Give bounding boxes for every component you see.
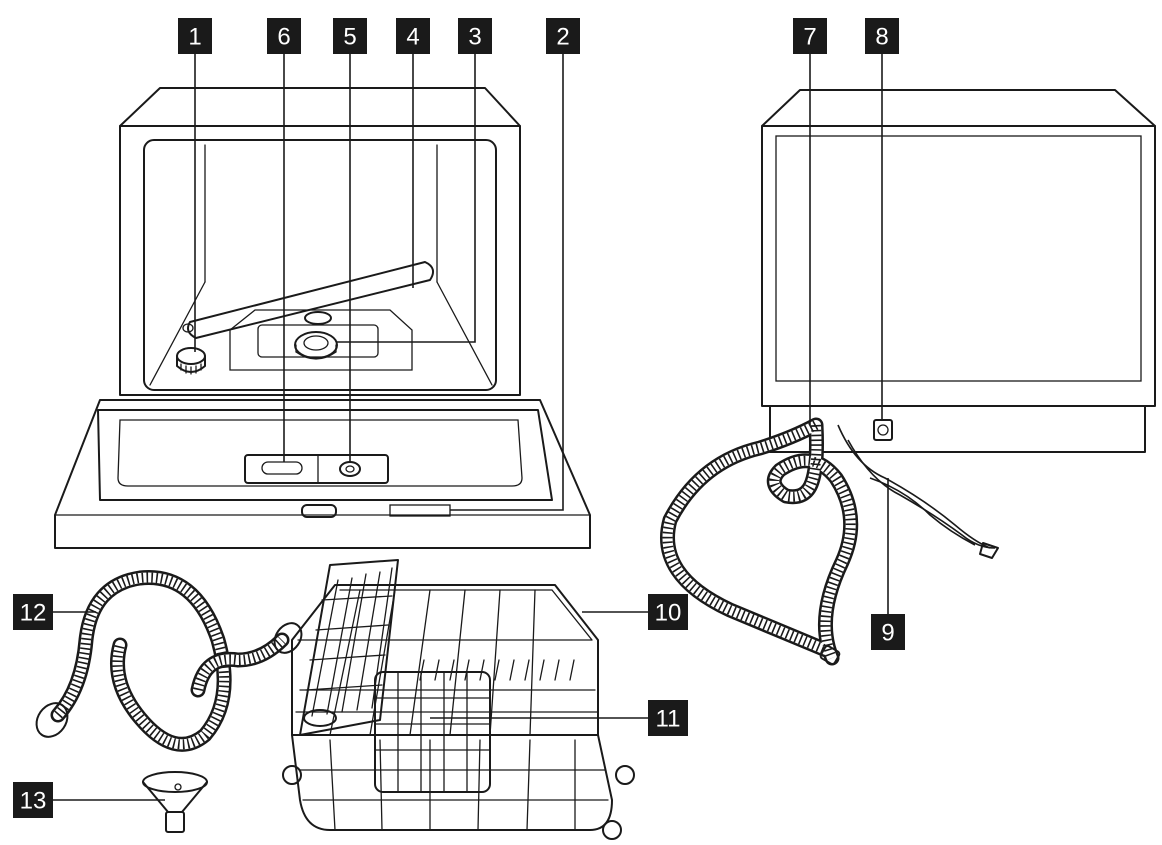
callout-10: 10	[648, 594, 688, 630]
callout-label: 10	[655, 600, 682, 627]
callout-5: 5	[333, 18, 367, 54]
callout-label: 3	[468, 24, 481, 51]
callout-3: 3	[458, 18, 492, 54]
callout-13: 13	[13, 782, 53, 818]
callout-label: 5	[343, 24, 356, 51]
callout-label: 8	[875, 24, 888, 51]
callout-label: 2	[556, 24, 569, 51]
leader-lines	[53, 54, 889, 801]
callout-label: 6	[277, 24, 290, 51]
callout-label: 7	[803, 24, 816, 51]
callout-label: 9	[881, 620, 894, 647]
callout-4: 4	[396, 18, 430, 54]
callout-label: 13	[20, 788, 47, 815]
callout-label: 12	[20, 600, 47, 627]
callout-6: 6	[267, 18, 301, 54]
callout-9: 9	[871, 614, 905, 650]
dish-rack	[282, 559, 635, 840]
callout-2: 2	[546, 18, 580, 54]
salt-funnel	[142, 771, 208, 833]
callout-11: 11	[648, 700, 688, 736]
callout-8: 8	[865, 18, 899, 54]
callout-label: 4	[406, 24, 419, 51]
inlet-hose	[35, 570, 303, 752]
callout-12: 12	[13, 594, 53, 630]
callout-label: 11	[656, 706, 681, 733]
dishwasher-rear-view	[660, 89, 1156, 666]
callout-7: 7	[793, 18, 827, 54]
callout-1: 1	[178, 18, 212, 54]
dishwasher-front-view	[54, 87, 591, 549]
callout-label: 1	[188, 24, 201, 51]
